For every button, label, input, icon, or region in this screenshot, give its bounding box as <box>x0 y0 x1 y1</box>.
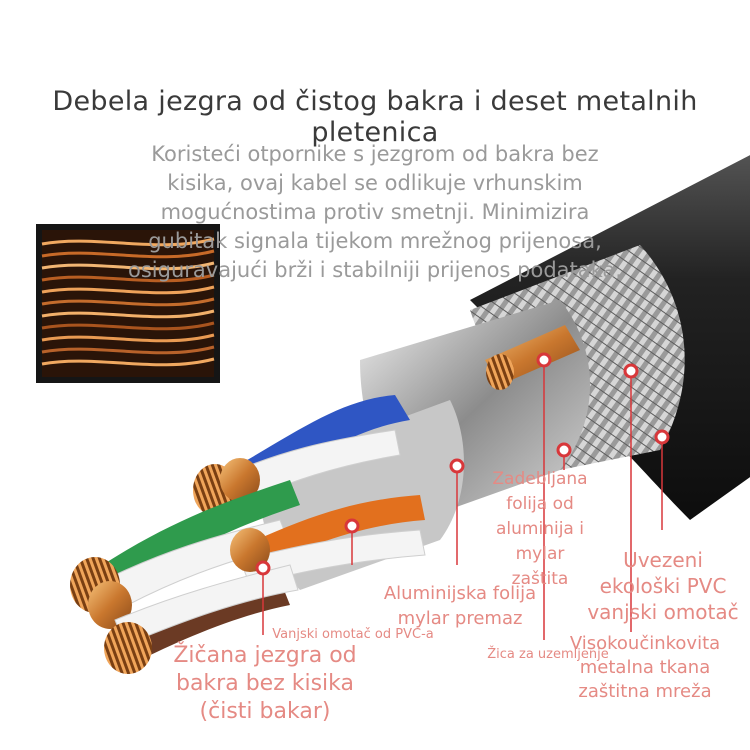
callout-markers <box>255 352 670 576</box>
label-braid-line-1: Visokoučinkovita <box>569 633 721 654</box>
twisted-pair-brown <box>104 564 299 674</box>
marker-ground-wire <box>536 352 552 368</box>
description-line-2: kisika, ovaj kabel se odlikuje vrhunskim <box>167 171 583 195</box>
marker-foil <box>556 442 572 458</box>
copper-strands-closeup <box>36 224 220 383</box>
label-pvc-line-3: vanjski omotač <box>587 600 739 624</box>
marker-pvc-outer <box>654 429 670 445</box>
marker-braid <box>623 363 639 379</box>
label-foil-line-3: aluminija i <box>496 519 584 539</box>
ground-wire-bundle <box>485 325 580 390</box>
description-line-3: mogućnostima protiv smetnji. Minimizira <box>160 200 590 224</box>
label-pvc-line-1: Uvezeni <box>623 548 703 572</box>
label-foil-line-2: folija od <box>506 494 574 514</box>
marker-mylar <box>449 458 465 474</box>
label-pvc-line-2: ekološki PVC <box>599 574 727 598</box>
label-mylar-foil: Aluminijska folija mylar premaz <box>370 581 550 631</box>
description-line-1: Koristeći otpornike s jezgrom od bakra b… <box>151 142 599 166</box>
headline: Debela jezgra od čistog bakra i deset me… <box>52 86 698 148</box>
label-braid-line-3: zaštitna mreža <box>578 681 712 702</box>
marker-pvc-jacket <box>344 518 360 534</box>
description-line-5: osiguravajući brži i stabilniji prijenos… <box>128 258 622 282</box>
callout-lines <box>262 360 663 640</box>
description-line-4: gubitak signala tijekom mrežnog prijenos… <box>148 229 602 253</box>
label-foil-line-5: zaštita <box>511 569 569 589</box>
label-pvc-outer: Uvezeni ekološki PVC vanjski omotač <box>578 547 748 625</box>
label-core-line-3: (čisti bakar) <box>199 699 331 724</box>
label-braided-shield: Visokoučinkovita metalna tkana zaštitna … <box>560 632 730 704</box>
label-ground-wire: Žica za uzemljenje <box>487 647 609 662</box>
label-foil-line-4: mylar <box>515 544 565 564</box>
label-core-line-1: Žičana jezgra od <box>173 643 357 668</box>
label-copper-core: Žičana jezgra od bakra bez kisika (čisti… <box>160 642 370 726</box>
label-foil-shield: Zadebljana folija od aluminija i mylar z… <box>490 467 590 592</box>
label-braid-line-2: metalna tkana <box>579 657 711 678</box>
label-mylar-line-1: Aluminijska folija <box>383 583 537 604</box>
label-foil-line-1: Zadebljana <box>492 469 588 489</box>
marker-copper-core <box>255 560 271 576</box>
label-pvc-jacket: Vanjski omotač od PVC-a <box>272 627 434 642</box>
label-mylar-line-2: mylar premaz <box>397 608 523 629</box>
label-core-line-2: bakra bez kisika <box>175 671 354 696</box>
